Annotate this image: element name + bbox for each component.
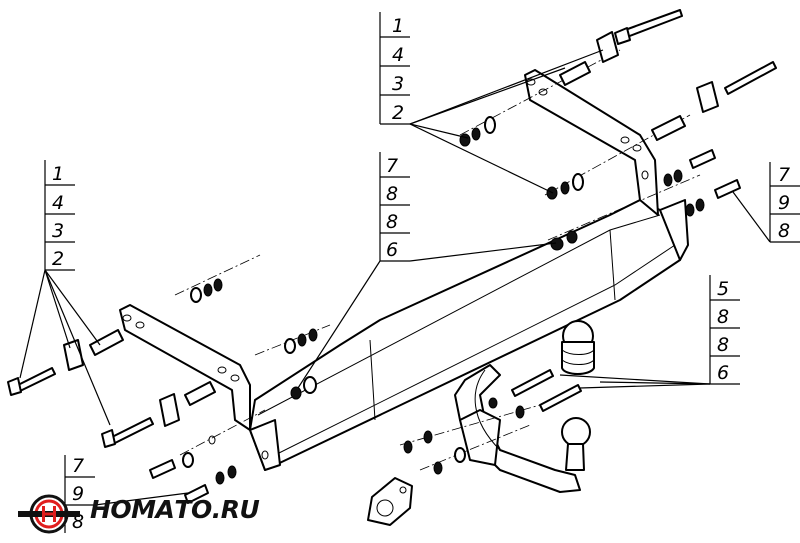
logo-text: НОМАТО.RU	[90, 495, 260, 524]
callout-group-upper-center: 1 4 3 2	[379, 12, 604, 194]
callout-number: 8	[717, 306, 729, 328]
tow-hook	[454, 364, 591, 493]
callout-number: 7	[72, 455, 84, 477]
callout-number: 9	[778, 192, 790, 214]
homato-emblem-icon	[18, 494, 80, 534]
callout-group-lower-right: 5 8 8 6	[559, 275, 740, 389]
callout-number: 8	[386, 183, 398, 205]
callout-number: 3	[392, 73, 404, 95]
callout-number: 8	[717, 334, 729, 356]
callout-group-bottom-left: 7 9 8	[64, 455, 189, 533]
long-bolts	[7, 9, 777, 448]
short-bolts	[149, 149, 741, 504]
cross-beam	[249, 199, 689, 471]
callout-number: 8	[386, 211, 398, 233]
callout-number: 2	[52, 248, 64, 270]
callout-number: 2	[392, 102, 404, 124]
callout-group-right: 7 9 8	[732, 162, 800, 243]
callout-group-left: 1 4 3 2	[19, 160, 111, 426]
callout-number: 9	[72, 483, 84, 505]
callout-number: 5	[717, 278, 729, 300]
socket-plate	[367, 477, 413, 526]
callout-number: 7	[386, 155, 398, 177]
callout-number: 6	[717, 362, 729, 384]
callout-number: 6	[386, 239, 398, 261]
callout-number: 8	[778, 220, 790, 242]
callout-number: 4	[52, 192, 64, 214]
left-bracket	[119, 304, 269, 460]
callout-number: 1	[52, 163, 64, 185]
callout-number: 4	[392, 44, 404, 66]
callout-number: 1	[392, 15, 404, 37]
homato-logo: НОМАТО.RU	[18, 492, 260, 538]
square-plates	[63, 31, 719, 427]
callout-group-center: 7 8 8 6	[297, 152, 557, 389]
callout-number: 3	[52, 220, 64, 242]
callout-number: 7	[778, 164, 790, 186]
right-bracket	[524, 69, 659, 216]
spacer-tubes	[89, 61, 686, 406]
spare-ball	[561, 320, 595, 375]
